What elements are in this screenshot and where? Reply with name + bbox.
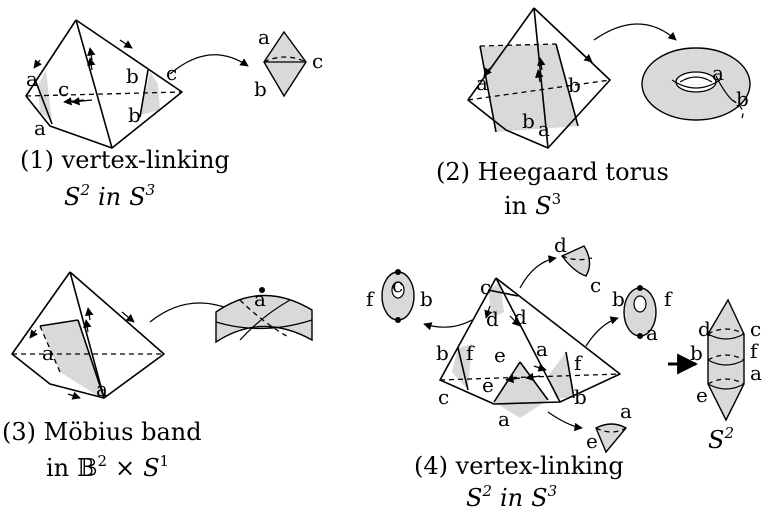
vertex-label: a	[712, 61, 724, 85]
vertex-label: a	[646, 321, 658, 345]
result-mobius: a	[215, 287, 313, 344]
vertex-label: f	[366, 287, 375, 311]
map-arrow	[585, 316, 619, 347]
top-piece: d c	[554, 233, 601, 297]
vertex-label: c	[58, 77, 69, 101]
vertex-label: c	[392, 273, 403, 297]
vertex-label: b	[690, 341, 703, 365]
vertex-label: a	[536, 337, 548, 361]
svg-text:(3) Möbius band: (3) Möbius band	[2, 418, 202, 446]
tetrahedron-2: a b b a	[467, 7, 611, 149]
map-arrow	[423, 319, 473, 331]
vertex-label: b	[568, 73, 581, 97]
map-arrow	[547, 411, 583, 432]
tetrahedron-4: c d d b f e a f e c b a	[436, 275, 621, 431]
vertex-label: b	[574, 385, 587, 409]
vertex-label: a	[96, 377, 108, 401]
vertex-label: d	[486, 307, 499, 331]
vertex-label: d	[514, 305, 527, 329]
vertex-label: a	[258, 25, 270, 49]
map-arrow	[593, 23, 677, 41]
svg-text:(1) vertex-linking: (1) vertex-linking	[20, 146, 230, 174]
map-arrow	[519, 255, 557, 289]
left-link-circle: c f b	[366, 269, 433, 323]
vertex-label: f	[750, 339, 759, 363]
vertex-label: a	[498, 407, 510, 431]
tetrahedron-1: a a c b b c	[25, 19, 183, 149]
result-sphere-1: a b c	[254, 25, 323, 101]
vertex-label: e	[482, 373, 494, 397]
vertex-label: b	[128, 103, 141, 127]
vertex-label: a	[476, 71, 488, 95]
vertex-label: a	[42, 341, 54, 365]
vertex-label: b	[126, 64, 139, 88]
vertex-label: b	[522, 109, 535, 133]
vertex-label: a	[538, 117, 550, 141]
vertex-label: d	[554, 233, 567, 257]
vertex-label: b	[436, 341, 449, 365]
panel-4: c f b c d d b f e	[366, 233, 762, 512]
vertex-label: b	[420, 287, 433, 311]
vertex-label: f	[466, 341, 475, 365]
shaded-band	[480, 44, 578, 132]
vertex-label: c	[312, 49, 323, 73]
vertex-label: a	[254, 287, 266, 311]
vertex-label: a	[34, 116, 46, 140]
vertex-label: e	[586, 429, 598, 453]
right-link-circle: b f a	[612, 285, 673, 345]
vertex-label: f	[574, 351, 583, 375]
vertex-label: a	[620, 399, 632, 423]
vertex-label: b	[254, 77, 267, 101]
vertex-label: c	[590, 273, 601, 297]
shaded-triangle-b	[140, 72, 160, 115]
map-arrow	[169, 54, 249, 75]
vertex-label: b	[612, 287, 625, 311]
vertex-label: c	[480, 275, 491, 299]
vertex-label: e	[494, 343, 506, 367]
result-sphere-4: d c b f a e S2	[690, 298, 762, 454]
vertex-label: a	[750, 361, 762, 385]
vertex-label: c	[438, 385, 449, 409]
tetrahedron-3: a a	[11, 271, 165, 401]
result-torus: a b	[641, 47, 751, 121]
vertex-label: c	[750, 317, 761, 341]
svg-text:(2) Heegaard torus: (2) Heegaard torus	[436, 158, 669, 186]
result-label-s2: S2	[708, 424, 734, 454]
vertex-label: b	[736, 87, 749, 111]
shaded-mobius-band	[40, 320, 104, 400]
vertex-label: d	[698, 317, 711, 341]
vertex-label: e	[696, 383, 708, 407]
vertex-label: a	[26, 67, 38, 91]
vertex-label: f	[664, 287, 673, 311]
svg-text:(4) vertex-linking: (4) vertex-linking	[414, 452, 624, 480]
bottom-piece: a e	[586, 399, 632, 454]
